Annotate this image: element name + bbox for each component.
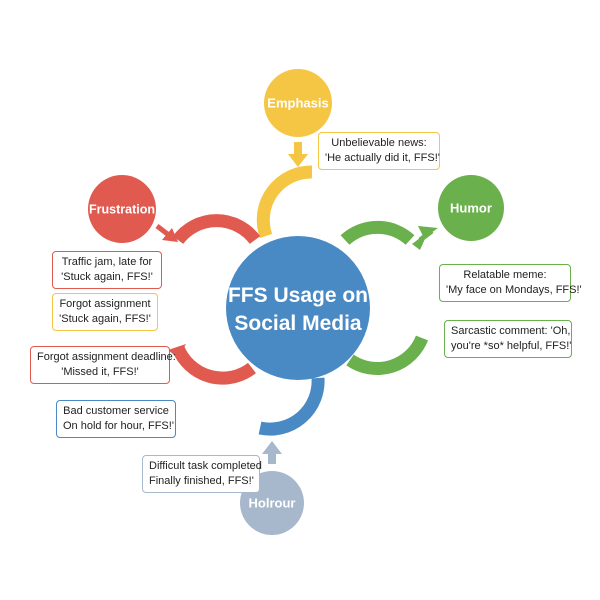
callout-line: Unbelievable news: bbox=[331, 137, 427, 149]
emphasis-node: Emphasis bbox=[264, 69, 332, 137]
callout-line: Traffic jam, late for bbox=[61, 256, 153, 268]
callout-line: On hold for hour, FFS!' bbox=[63, 420, 174, 432]
humor-node: Humor bbox=[438, 175, 504, 241]
callout-traffic-jam: Traffic jam, late for 'Stuck again, FFS!… bbox=[52, 251, 162, 289]
humor-lower-connector-arc bbox=[346, 335, 429, 376]
emphasis-connector-arc bbox=[256, 165, 313, 239]
callout-relatable-meme: Relatable meme: 'My face on Mondays, FFS… bbox=[439, 264, 582, 302]
hub-title-line2: Social Media bbox=[234, 312, 362, 335]
emphasis-arrow bbox=[288, 142, 308, 167]
frustration-lower-connector-arc bbox=[171, 345, 256, 385]
callout-line: 'He actually did it, FFS!' bbox=[325, 152, 440, 164]
callout-line: 'Stuck again, FFS!' bbox=[61, 271, 153, 283]
frustration-arrow bbox=[155, 224, 178, 242]
frustration-upper-connector-arc bbox=[172, 214, 261, 245]
callout-bad-customer-service: Bad customer service On hold for hour, F… bbox=[56, 400, 176, 438]
callout-line: Forgot assignment deadline: bbox=[37, 351, 176, 363]
holrour-arrow bbox=[262, 441, 282, 464]
holrour-node-label: Holrour bbox=[249, 495, 296, 510]
callout-line: Finally finished, FFS!' bbox=[149, 475, 254, 487]
humor-connector-arc bbox=[340, 220, 415, 245]
callout-line: Relatable meme: bbox=[463, 269, 547, 281]
callout-difficult-task: Difficult task completed Finally finishe… bbox=[142, 455, 262, 493]
callout-line: 'Stuck again, FFS!' bbox=[59, 313, 151, 325]
callout-forgot-assignment-deadline: Forgot assignment deadline: 'Missed it, … bbox=[30, 346, 176, 384]
frustration-node: Frustration bbox=[88, 175, 156, 243]
callout-line: Difficult task completed bbox=[149, 460, 262, 472]
callout-line: Sarcastic comment: 'Oh, bbox=[451, 325, 571, 337]
humor-arrow bbox=[412, 226, 438, 250]
callout-unbelievable-news: Unbelievable news: 'He actually did it, … bbox=[318, 132, 440, 170]
humor-node-label: Humor bbox=[450, 200, 492, 215]
emphasis-node-label: Emphasis bbox=[267, 95, 328, 110]
holrour-connector-arc bbox=[258, 377, 325, 436]
callout-line: you're *so* helpful, FFS!' bbox=[451, 340, 572, 352]
frustration-node-label: Frustration bbox=[89, 202, 155, 216]
central-hub-node: FFS Usage on Social Media bbox=[226, 236, 370, 380]
callout-line: 'Missed it, FFS!' bbox=[61, 366, 139, 378]
callout-line: 'My face on Mondays, FFS!' bbox=[446, 284, 582, 296]
hub-title-line1: FFS Usage on bbox=[228, 284, 368, 307]
callout-line: Bad customer service bbox=[63, 405, 169, 417]
callout-forgot-assignment: Forgot assignment 'Stuck again, FFS!' bbox=[52, 293, 158, 331]
callout-line: Forgot assignment bbox=[59, 298, 151, 310]
callout-sarcastic-comment: Sarcastic comment: 'Oh, you're *so* help… bbox=[444, 320, 572, 358]
frustration-lower-arrow bbox=[168, 344, 186, 358]
